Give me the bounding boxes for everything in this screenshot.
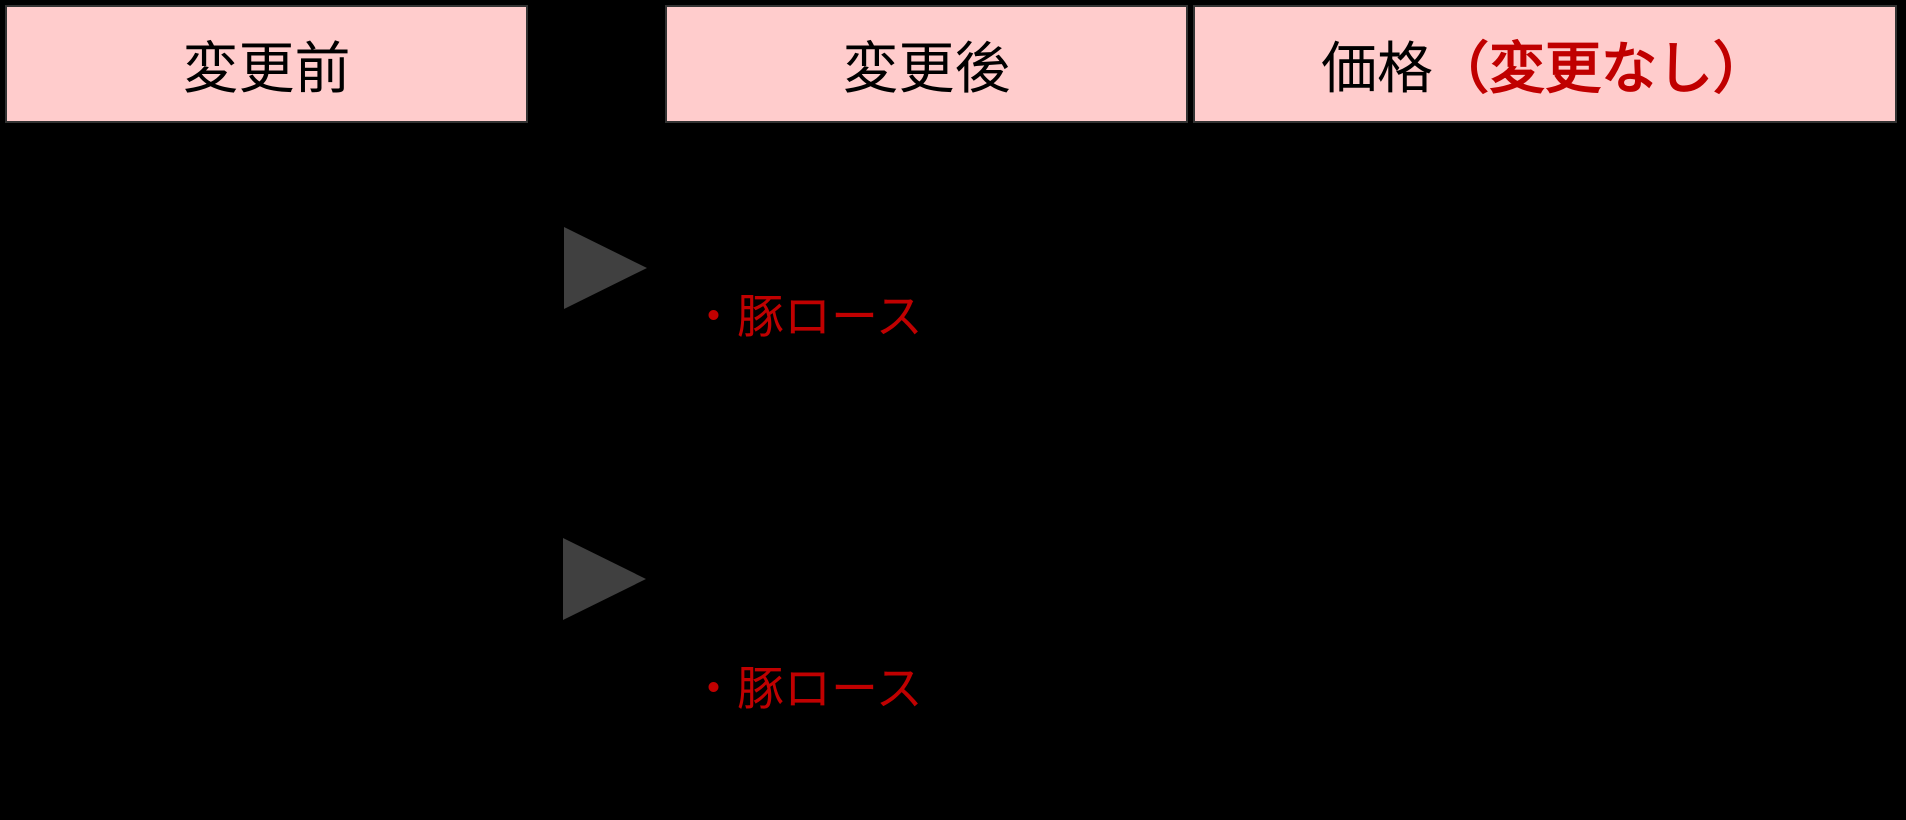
changed-item-text: ・豚ロース: [690, 662, 923, 715]
header-price-label: 価格: [1321, 36, 1433, 100]
arrow-right-icon: [564, 227, 647, 309]
header-cell-after: 変更後: [665, 5, 1188, 123]
header-cell-before: 変更前: [5, 5, 528, 123]
changed-item-text: ・豚ロース: [690, 290, 923, 343]
arrow-right-icon: [563, 538, 646, 620]
header-before-label: 変更前: [182, 36, 351, 100]
header-price-no-change-label: （変更なし）: [1433, 36, 1769, 100]
header-after-label: 変更後: [842, 36, 1011, 100]
header-cell-price: 価格（変更なし）: [1193, 5, 1897, 123]
